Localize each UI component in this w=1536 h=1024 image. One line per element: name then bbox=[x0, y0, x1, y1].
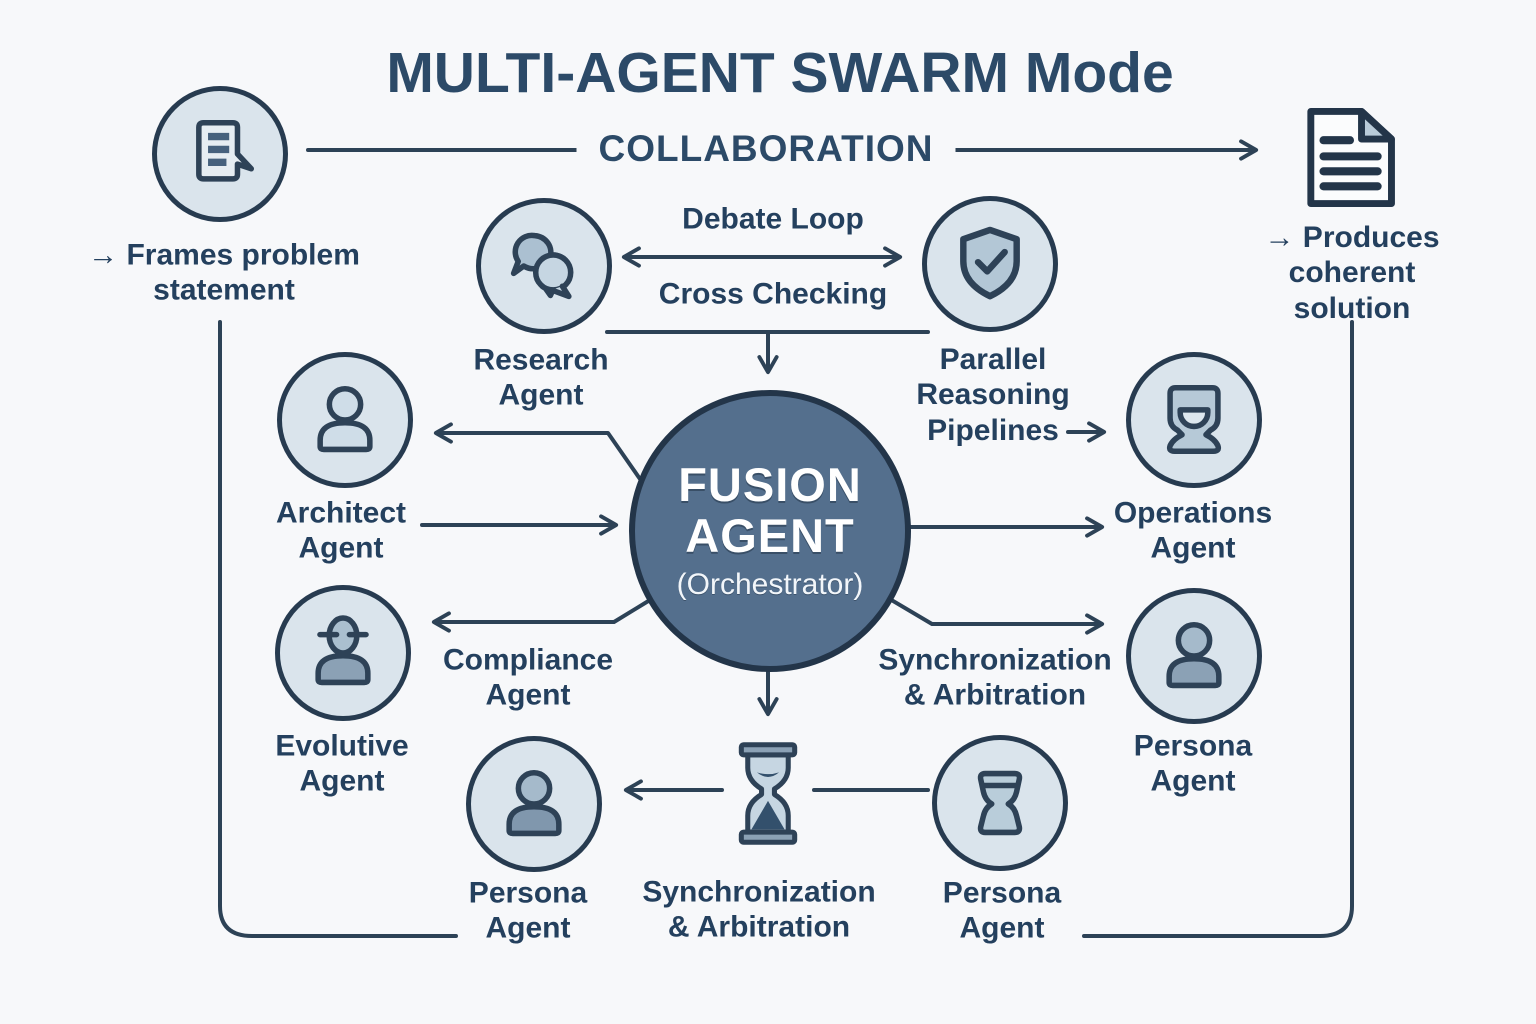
fusion-agent-title: FUSION AGENT bbox=[678, 458, 862, 562]
persona-agent-right-circle bbox=[1126, 588, 1262, 724]
document-icon bbox=[1307, 107, 1395, 208]
parallel-reasoning-label: Parallel Reasoning Pipelines bbox=[916, 342, 1070, 447]
person-glasses-icon bbox=[315, 615, 371, 686]
fusion-agent-subtitle: (Orchestrator) bbox=[676, 567, 864, 601]
persona-agent-bottom-right-label: Persona Agent bbox=[942, 876, 1062, 945]
hourglass-vessel-icon bbox=[977, 770, 1023, 836]
output-endpoint-label: → Produces coherent solution bbox=[1264, 220, 1440, 325]
research-agent-circle bbox=[476, 198, 612, 334]
input-endpoint-circle bbox=[152, 86, 288, 222]
persona-agent-bottom-left-circle bbox=[466, 736, 602, 872]
persona-agent-bottom-left-label: Persona Agent bbox=[468, 876, 588, 945]
persona-agent-bottom-right-circle bbox=[932, 735, 1068, 871]
sync-arbitration-right-label: Synchronization & Arbitration bbox=[878, 643, 1112, 712]
chat-bubbles-icon bbox=[510, 232, 574, 300]
collaboration-label: COLLABORATION bbox=[576, 128, 956, 170]
debate-loop-label: Debate Loop bbox=[682, 202, 864, 236]
persona-agent-right-label: Persona Agent bbox=[1133, 729, 1253, 798]
edge-fusion-to-evolutive bbox=[431, 598, 652, 633]
page-title: MULTI-AGENT SWARM Mode bbox=[386, 41, 1174, 105]
person-icon bbox=[1166, 621, 1222, 689]
sync-hourglass bbox=[722, 736, 814, 857]
architect-agent-circle bbox=[277, 352, 413, 488]
hourglass-icon bbox=[738, 742, 798, 845]
person-icon bbox=[317, 385, 373, 453]
operations-agent-circle bbox=[1126, 352, 1262, 488]
output-endpoint bbox=[1291, 105, 1409, 216]
fusion-agent-circle: FUSION AGENT (Orchestrator) bbox=[629, 390, 911, 672]
research-agent-label: Research Agent bbox=[473, 343, 609, 412]
architect-agent-label: Architect Agent bbox=[275, 496, 407, 565]
evolutive-agent-circle bbox=[275, 585, 411, 721]
input-endpoint-label: → Frames problem statement bbox=[88, 238, 360, 307]
cross-checking-label: Cross Checking bbox=[658, 277, 888, 311]
operations-agent-label: Operations Agent bbox=[1113, 496, 1273, 565]
evolutive-agent-label: Evolutive Agent bbox=[275, 729, 409, 798]
parallel-reasoning-circle bbox=[922, 196, 1058, 332]
monitor-figure-icon bbox=[1166, 385, 1222, 455]
sync-arbitration-bottom-label: Synchronization & Arbitration bbox=[642, 875, 876, 944]
compliance-agent-label: Compliance Agent bbox=[442, 643, 614, 712]
person-icon bbox=[506, 769, 562, 837]
edge-fusion-to-architect bbox=[433, 422, 642, 481]
shield-check-icon bbox=[960, 226, 1020, 300]
edge-fusion-to-persona-right bbox=[886, 596, 1105, 635]
note-message-icon bbox=[196, 119, 255, 182]
